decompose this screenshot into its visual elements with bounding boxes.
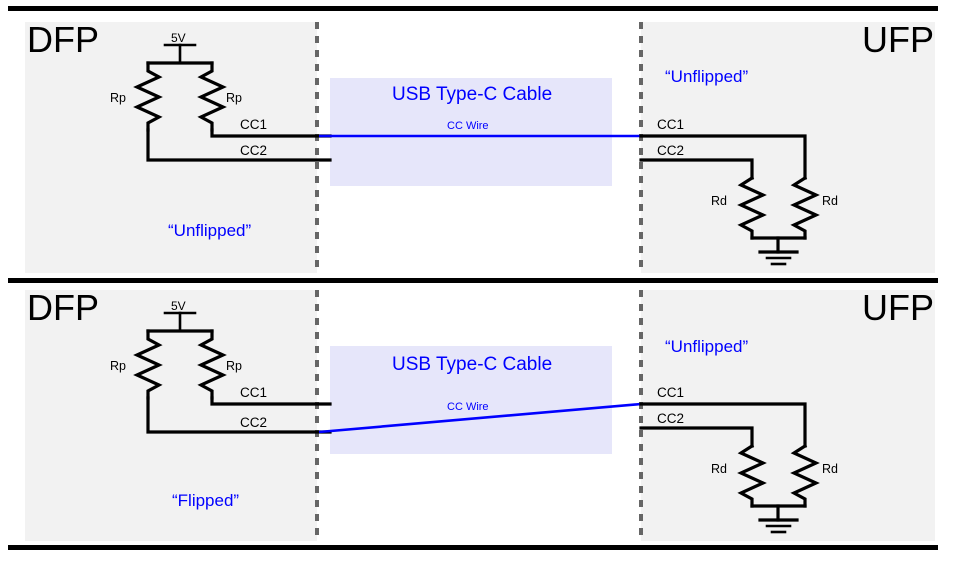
ufp-resistor-rd-left-label: Rd <box>711 194 727 208</box>
dfp-resistor-rp-left-label: Rp <box>110 359 126 373</box>
ufp-cc2-wire <box>639 426 754 448</box>
dfp-resistor-rp-right: Rp <box>197 61 242 132</box>
ufp-cc2-wire <box>639 158 754 180</box>
ufp-resistor-rd-left: Rd <box>711 175 767 240</box>
ufp-resistor-rd-left-label: Rd <box>711 462 727 476</box>
dfp-resistor-rp-right: Rp <box>197 329 242 400</box>
dfp-resistor-rp-left-label: Rp <box>110 91 126 105</box>
bottom-border-bar <box>8 545 938 550</box>
dfp-port-label: DFP <box>27 287 99 328</box>
dfp-cc1-wire <box>210 396 332 406</box>
cc-wire-connection <box>318 402 642 434</box>
dfp-resistor-rp-right-label: Rp <box>226 91 242 105</box>
ufp-orientation-label: “Unflipped” <box>665 337 748 356</box>
ufp-resistor-rd-left: Rd <box>711 443 767 508</box>
cable-cc-wire-label: CC Wire <box>447 120 489 132</box>
dfp-cc1-label: CC1 <box>240 117 267 132</box>
panel-unflipped-cable: DFP 5V Rp Rp CC1 <box>25 19 935 273</box>
top-border-bar <box>8 6 938 11</box>
ufp-orientation-label: “Unflipped” <box>665 67 748 86</box>
middle-divider-bar <box>8 278 938 283</box>
ufp-port-label: UFP <box>862 287 934 328</box>
panel-flipped-cable: DFP 5V Rp Rp CC1 <box>25 287 935 541</box>
dfp-cc2-label: CC2 <box>240 143 267 158</box>
dfp-cc1-wire <box>210 128 332 138</box>
ufp-panel-background <box>641 290 935 541</box>
ufp-cc1-wire <box>639 402 807 448</box>
dfp-supply-label: 5V <box>171 299 186 313</box>
ufp-cc2-label: CC2 <box>657 411 684 426</box>
dfp-resistor-rp-left: Rp <box>110 329 163 400</box>
dfp-cc2-label: CC2 <box>240 415 267 430</box>
dfp-orientation-label: “Flipped” <box>172 491 239 510</box>
resistor-zigzag <box>790 443 820 508</box>
resistor-zigzag <box>197 329 227 400</box>
dfp-orientation-label: “Unflipped” <box>168 221 251 240</box>
ufp-cc1-label: CC1 <box>657 385 684 400</box>
cable-title: USB Type-C Cable <box>392 84 552 105</box>
ufp-resistor-rd-right-label: Rd <box>822 194 838 208</box>
ufp-cc2-label: CC2 <box>657 143 684 158</box>
dfp-cc2-wire <box>146 396 332 434</box>
ground-icon <box>758 236 799 266</box>
ufp-cc1-label: CC1 <box>657 117 684 132</box>
ufp-resistor-rd-right: Rd <box>790 443 838 508</box>
cable-region-background <box>330 346 612 454</box>
resistor-zigzag <box>737 175 767 240</box>
ufp-port-label: UFP <box>862 19 934 60</box>
cable-title: USB Type-C Cable <box>392 354 552 375</box>
resistor-zigzag <box>737 443 767 508</box>
dfp-cc2-wire <box>146 128 332 162</box>
resistor-zigzag <box>197 61 227 132</box>
dfp-resistor-rp-left: Rp <box>110 61 163 132</box>
dfp-supply-label: 5V <box>171 31 186 45</box>
cable-region-background <box>330 78 612 186</box>
ufp-resistor-rd-right-label: Rd <box>822 462 838 476</box>
resistor-zigzag <box>790 175 820 240</box>
cable-cc-wire-label: CC Wire <box>447 401 489 413</box>
dfp-resistor-rp-right-label: Rp <box>226 359 242 373</box>
resistor-zigzag <box>133 61 163 132</box>
ground-icon <box>758 504 799 534</box>
resistor-zigzag <box>133 329 163 400</box>
dfp-cc1-label: CC1 <box>240 385 267 400</box>
ufp-resistor-rd-right: Rd <box>790 175 838 240</box>
ufp-panel-background <box>641 22 935 273</box>
ufp-cc1-wire <box>639 134 807 180</box>
dfp-port-label: DFP <box>27 19 99 60</box>
